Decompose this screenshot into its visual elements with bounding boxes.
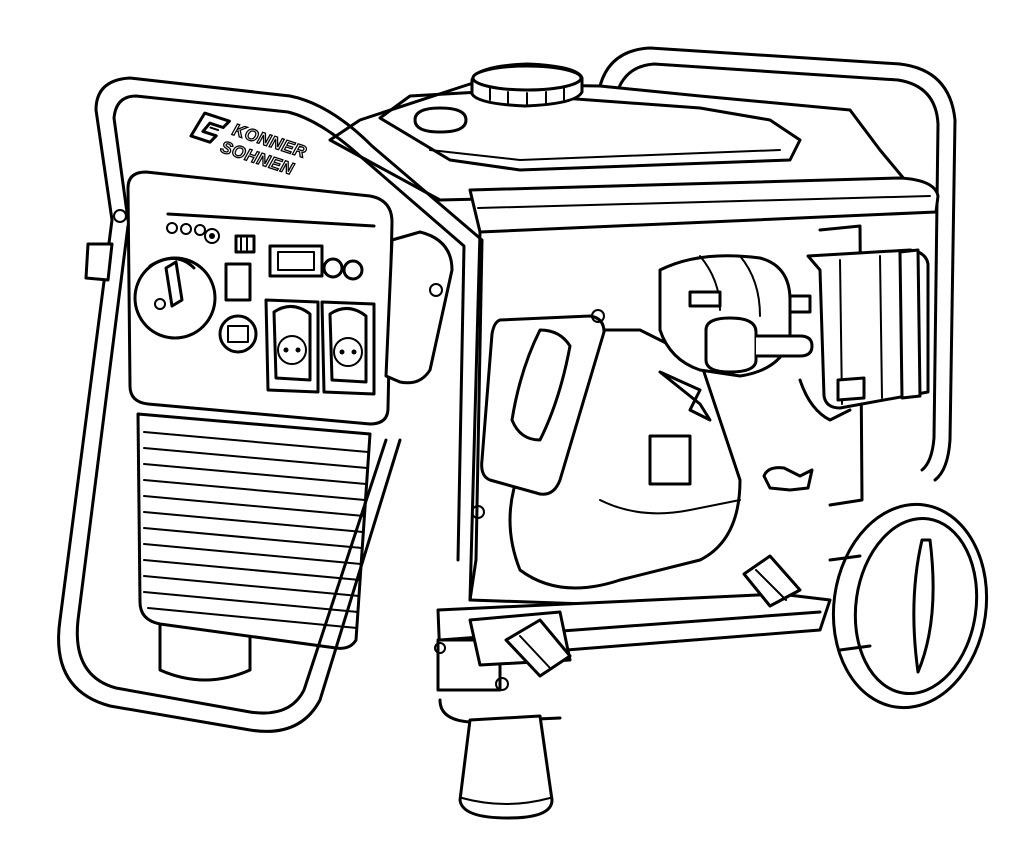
eco-switch[interactable] xyxy=(234,234,256,254)
reset-button[interactable] xyxy=(322,257,344,279)
brand-logo: KONNER SOHNEN xyxy=(189,111,310,179)
base-frame xyxy=(436,592,832,724)
wheel xyxy=(828,502,989,710)
overload-button[interactable] xyxy=(342,259,364,281)
front-frame xyxy=(57,76,605,733)
front-grille xyxy=(136,412,372,650)
start-knob[interactable] xyxy=(133,256,217,340)
usb-port[interactable] xyxy=(224,262,252,302)
ac-outlet-right[interactable] xyxy=(320,300,376,396)
side-vent xyxy=(480,314,606,496)
fuel-cap xyxy=(470,62,584,108)
rear-frame xyxy=(598,46,957,482)
indicator-leds xyxy=(166,222,220,244)
lcd-display xyxy=(268,244,324,278)
ac-outlet-left[interactable] xyxy=(264,298,320,394)
ks-logo-emblem xyxy=(189,111,231,144)
dc-socket[interactable] xyxy=(218,314,258,354)
side-control-box xyxy=(806,248,930,410)
transport-clips xyxy=(504,554,802,678)
